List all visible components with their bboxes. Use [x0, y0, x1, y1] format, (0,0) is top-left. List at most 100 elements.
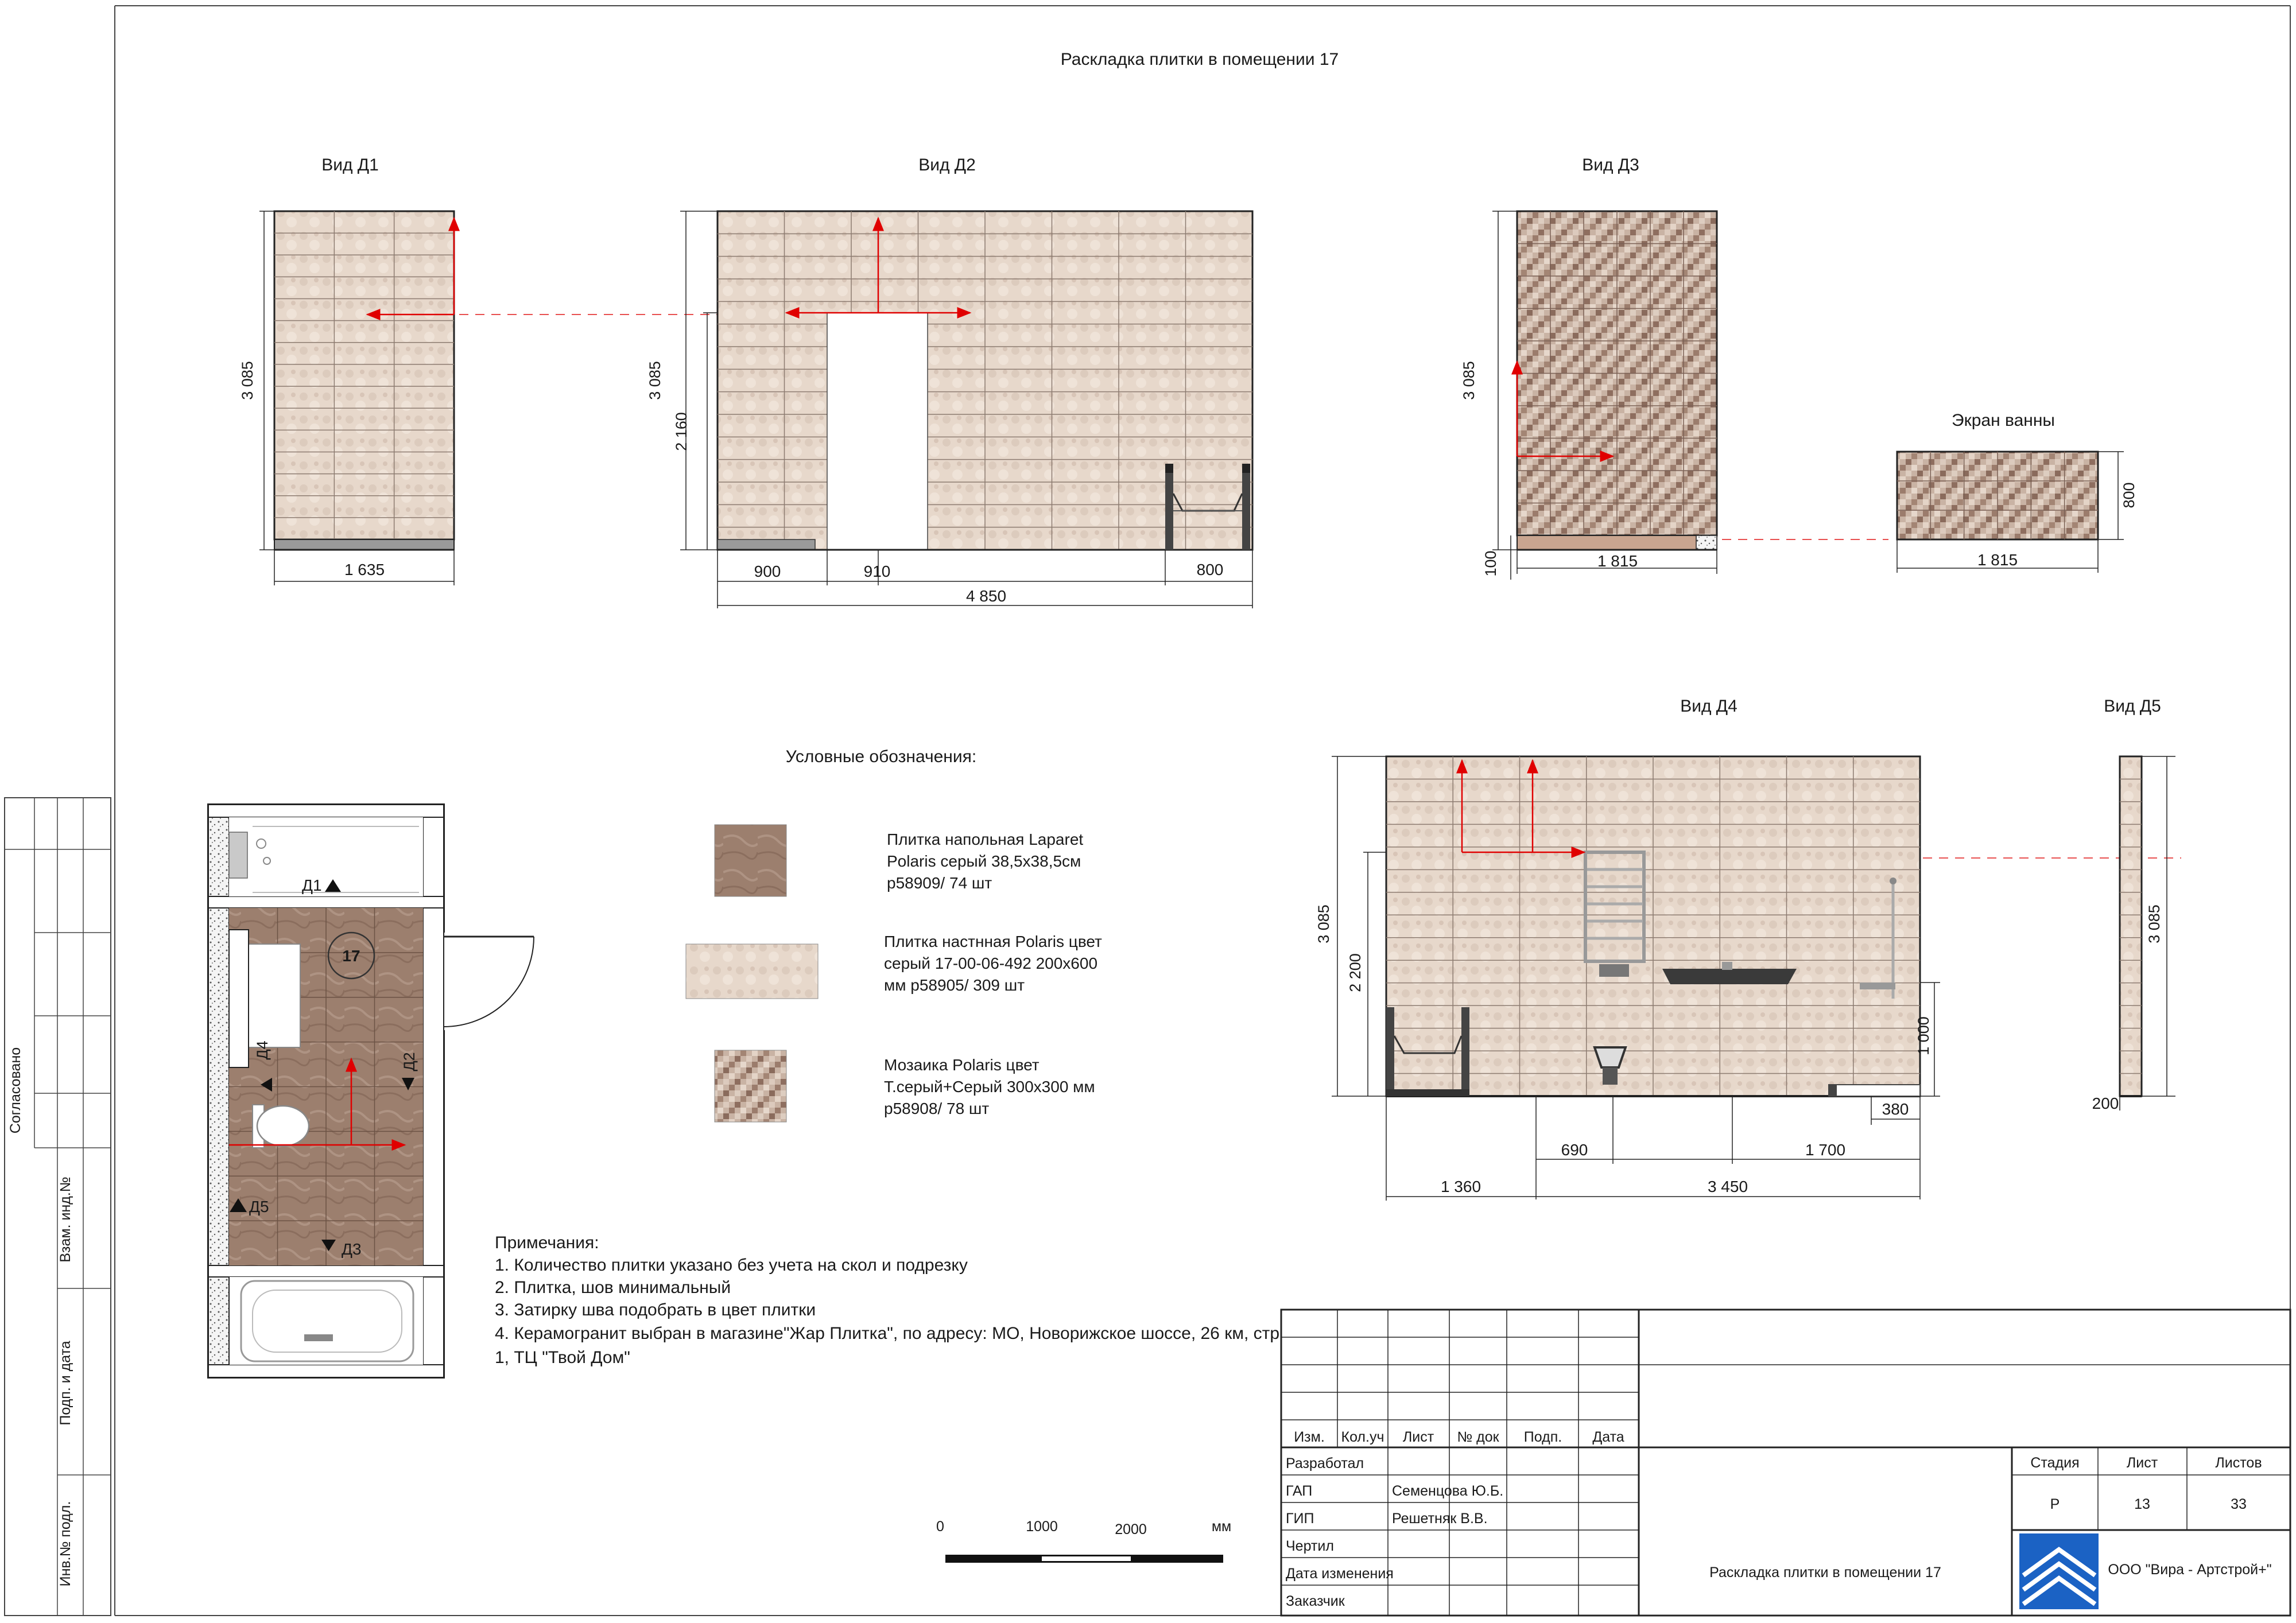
plan-toilet [252, 1104, 310, 1148]
view-d1: Вид Д1 3 085 1 635 [239, 156, 460, 585]
legend-wall-l3: мм p58905/ 309 шт [884, 976, 1025, 994]
view-d2-bathtub [1165, 464, 1250, 550]
sheets-header: Листов [2215, 1455, 2262, 1471]
view-d3-tile-grid [1517, 211, 1717, 535]
legend-mosaic-l1: Мозаика Polaris цвет [884, 1056, 1040, 1074]
hdr-doc: № док [1457, 1429, 1499, 1445]
scale-unit: мм [1212, 1519, 1231, 1535]
floor-plan: 17 Д1 Д2 Д3 Д4 Д5 [207, 803, 534, 1379]
scale-label-0: 0 [936, 1519, 944, 1535]
view-d5-label: Вид Д5 [2104, 697, 2161, 716]
sheets-value: 33 [2231, 1496, 2247, 1512]
scale-label-2000: 2000 [1115, 1521, 1147, 1537]
notes-title: Примечания: [495, 1233, 599, 1252]
towel-radiator-icon [1584, 851, 1646, 977]
gap-name: Семенцова Ю.Б. [1392, 1483, 1503, 1499]
view-d1-label: Вид Д1 [321, 156, 379, 174]
dim-d3-base: 100 [1482, 550, 1499, 576]
plan-d1-arrow [325, 879, 341, 892]
legend-mosaic-l3: p58908/ 78 шт [884, 1100, 989, 1117]
plan-d2-arrow [402, 1078, 414, 1090]
hdr-list: Лист [1403, 1429, 1434, 1445]
dim-d4-690: 690 [1561, 1141, 1588, 1159]
dim-d5-width: 200 [2092, 1094, 2119, 1112]
legend: Условные обозначения: Плитка напольная L… [685, 747, 1102, 1123]
stage-value: Р [2050, 1496, 2060, 1512]
view-d3: Вид Д3 3 085 100 1 815 [1460, 156, 1718, 580]
company-logo-icon [2019, 1533, 2099, 1609]
toilet-icon [1593, 1046, 1627, 1085]
dim-d4-2200: 2 200 [1347, 953, 1364, 992]
note-2: 2. Плитка, шов минимальный [495, 1278, 731, 1297]
plan-d5-arrow [230, 1198, 247, 1212]
dim-d1-height: 3 085 [239, 361, 256, 400]
dim-screen-width: 1 815 [1977, 551, 2018, 569]
hdr-izm: Изм. [1294, 1429, 1325, 1445]
row-zakazchik: Заказчик [1286, 1593, 1345, 1609]
scale-bar: 0 1000 2000 мм [936, 1519, 1231, 1563]
washbasin-icon [1662, 962, 1797, 984]
dim-d4-380: 380 [1882, 1100, 1909, 1118]
row-razrab: Разработал [1286, 1455, 1364, 1471]
dim-d2-800: 800 [1197, 561, 1224, 578]
dim-screen-height: 800 [2120, 482, 2138, 508]
legend-wall-l2: серый 17-00-06-492 200x600 [884, 954, 1097, 972]
plan-door [443, 933, 534, 1030]
gip-name: Решетняк В.В. [1392, 1511, 1488, 1527]
shower-icon [1828, 877, 1921, 1097]
note-1: 1. Количество плитки указано без учета н… [495, 1256, 968, 1275]
note-3: 3. Затирку шва подобрать в цвет плитки [495, 1300, 816, 1319]
dim-d4-3450: 3 450 [1708, 1178, 1748, 1195]
stage-header: Стадия [2030, 1455, 2079, 1471]
side-inv: Инв.№ подл. [57, 1501, 73, 1587]
legend-swatch-mosaic [714, 1050, 787, 1123]
view-d5-wall [2119, 755, 2143, 1097]
plan-d3-label: Д3 [342, 1240, 362, 1258]
note-5: 1, ТЦ "Твой Дом" [495, 1348, 630, 1367]
plan-d5-label: Д5 [249, 1198, 269, 1216]
view-d4-label: Вид Д4 [1680, 697, 1737, 716]
dim-d3-height: 3 085 [1460, 361, 1477, 400]
title-block: Изм. Кол.уч Лист № док Подп. Дата Разраб… [1280, 1309, 2291, 1617]
dim-d2-height: 3 085 [646, 361, 664, 400]
stamp-title: Раскладка плитки в помещении 17 [1709, 1564, 1941, 1581]
plan-d4-label: Д4 [254, 1040, 271, 1059]
scale-label-1000: 1000 [1026, 1519, 1058, 1535]
row-gap: ГАП [1286, 1483, 1312, 1499]
hdr-kol: Кол.уч [1341, 1429, 1384, 1445]
sheet-value: 13 [2134, 1496, 2150, 1512]
side-agreed: Согласовано [7, 1047, 24, 1133]
legend-floor-l1: Плитка напольная Laparet [887, 830, 1083, 848]
hdr-podp: Подп. [1524, 1429, 1562, 1445]
side-podp: Подп. и дата [57, 1341, 73, 1425]
notes: Примечания: 1. Количество плитки указано… [495, 1233, 1284, 1367]
view-d2-door-opening [827, 313, 928, 550]
view-d1-tile-grid [274, 211, 454, 539]
view-d5: Вид Д5 3 085 200 [2092, 697, 2175, 1112]
view-d3-label: Вид Д3 [1582, 156, 1639, 174]
dim-d4-1700: 1 700 [1805, 1141, 1845, 1159]
dim-d2-900: 900 [754, 562, 781, 580]
dim-d2-door-height: 2 160 [673, 412, 690, 451]
row-chertil: Чертил [1286, 1538, 1334, 1554]
legend-wall-l1: Плитка настнная Polaris цвет [884, 933, 1102, 950]
dim-d4-1360: 1 360 [1441, 1178, 1481, 1195]
view-d2-label: Вид Д2 [918, 156, 976, 174]
dim-d5-height: 3 085 [2146, 904, 2163, 943]
row-gip: ГИП [1286, 1511, 1314, 1527]
dim-d4-height: 3 085 [1315, 904, 1332, 943]
legend-floor-l3: p58909/ 74 шт [887, 874, 992, 892]
side-strip: Согласовано Взам. инд.№ Подп. и дата Инв… [4, 797, 111, 1616]
note-4: 4. Керамогранит выбран в магазине"Жар Пл… [495, 1324, 1284, 1343]
dim-d4-1000: 1 000 [1915, 1016, 1932, 1055]
view-screen-label: Экран ванны [1952, 411, 2055, 430]
legend-swatch-wall [685, 943, 819, 999]
view-d2: Вид Д2 3 085 2 160 [646, 156, 1254, 608]
plan-d1-label: Д1 [302, 876, 322, 894]
sheet-header: Лист [2127, 1455, 2158, 1471]
view-d4-bathtub [1386, 1007, 1469, 1096]
company-name: ООО "Вира - Артстрой+" [2108, 1562, 2271, 1578]
plan-room-marker [327, 931, 375, 980]
dim-d2-total: 4 850 [966, 587, 1006, 605]
